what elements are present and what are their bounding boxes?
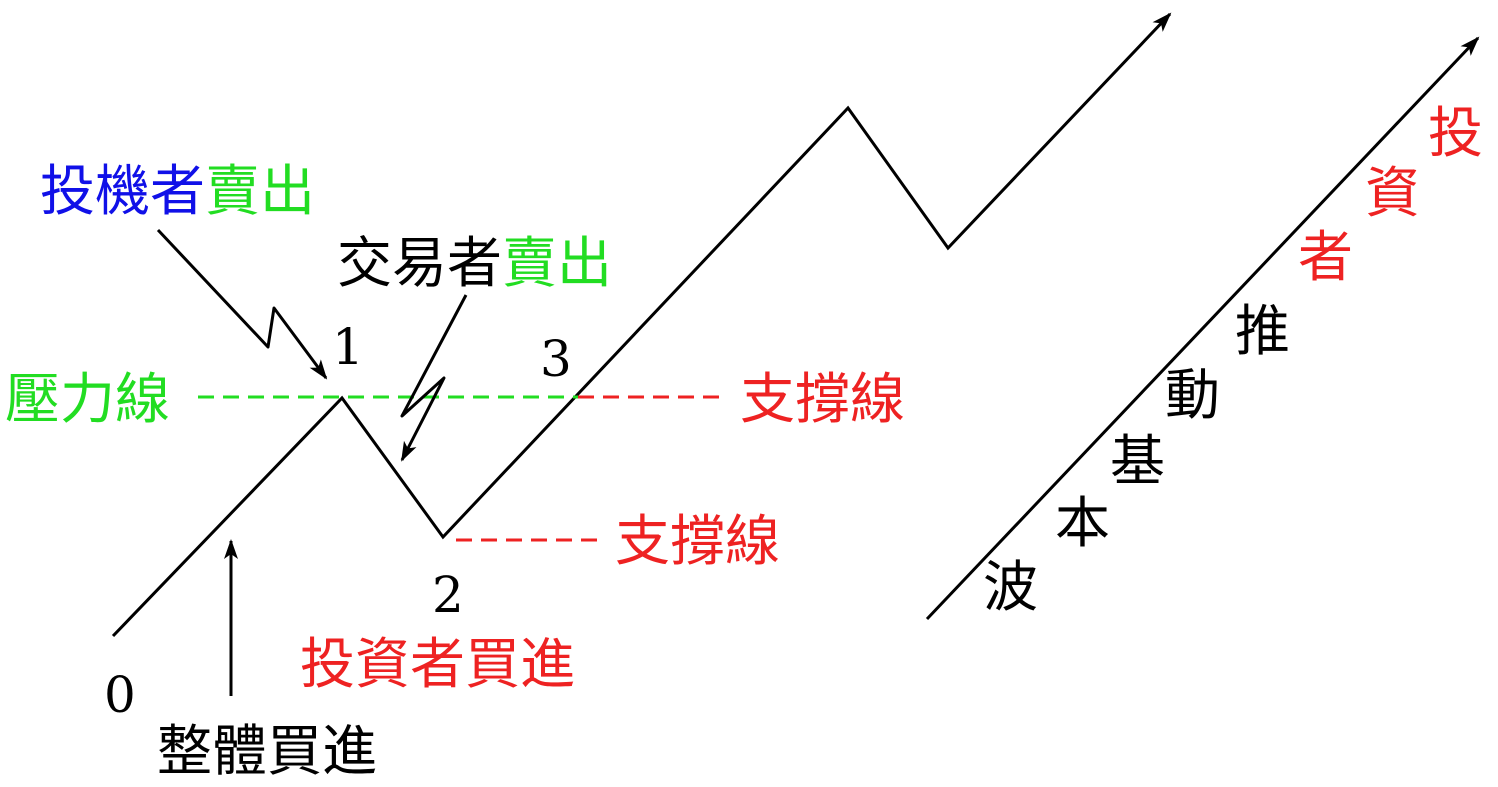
trader-text: 交易者 — [337, 231, 502, 295]
fundamental-trend-line — [925, 36, 1480, 621]
diagonal-char: 投 — [1428, 101, 1483, 165]
investor-buy-label: 投資者買進 — [300, 632, 575, 696]
trader-sell-text: 賣出 — [502, 231, 612, 295]
trader-sell-arrow — [400, 294, 468, 462]
diagonal-char: 動 — [1165, 363, 1220, 427]
diagonal-char: 本 — [1055, 491, 1110, 555]
wave-point-0: 0 — [104, 666, 136, 724]
speculator-sell-arrow — [156, 228, 328, 380]
speculator-text: 投機者 — [40, 159, 205, 223]
wave-point-2: 2 — [432, 566, 464, 624]
overall-buy-label: 整體買進 — [157, 719, 377, 783]
diagonal-char: 推 — [1235, 299, 1290, 363]
wave-point-3: 3 — [540, 330, 572, 388]
trader-sell-label: 交易者賣出 — [337, 231, 612, 295]
diagonal-char: 資 — [1365, 161, 1420, 225]
speculator-sell-label: 投機者賣出 — [40, 159, 315, 223]
speculator-sell-text: 賣出 — [205, 159, 315, 223]
support-line-label-lower: 支撐線 — [615, 509, 780, 573]
diagonal-char: 波 — [983, 555, 1038, 619]
wave-point-1: 1 — [332, 318, 364, 376]
diagonal-char: 者 — [1298, 225, 1353, 289]
diagonal-char: 基 — [1110, 429, 1165, 493]
price-wave-line — [111, 12, 1172, 638]
resistance-line-label: 壓力線 — [5, 367, 170, 431]
support-line-label-upper: 支撐線 — [740, 367, 905, 431]
